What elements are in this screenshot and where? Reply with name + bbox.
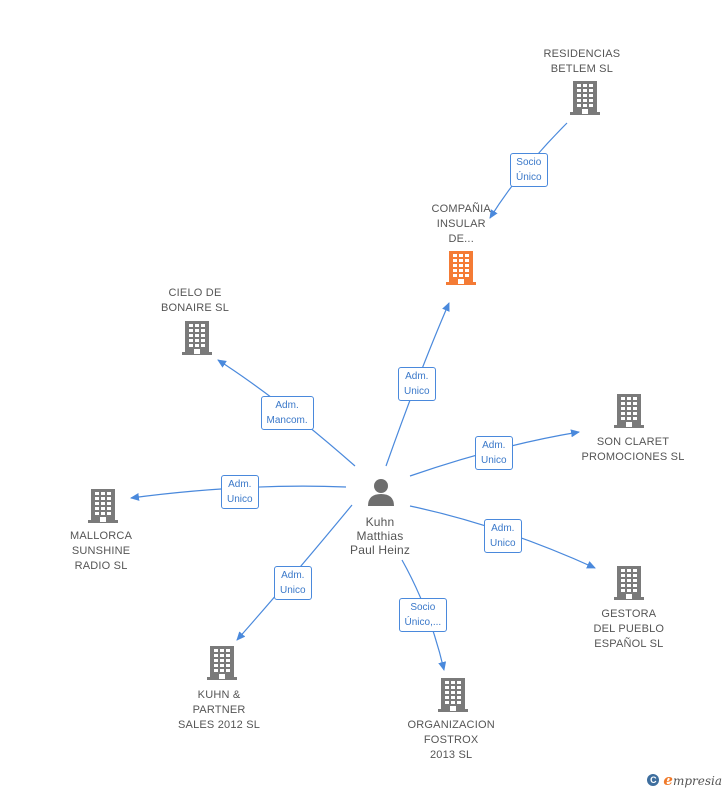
company-name-sonclaret[interactable]: SON CLARET PROMOCIONES SL	[581, 436, 685, 463]
building-icon[interactable]	[446, 250, 476, 290]
company-name-cielo[interactable]: CIELO DE BONAIRE SL	[161, 287, 230, 314]
building-icon[interactable]	[570, 80, 600, 120]
person-icon[interactable]	[366, 477, 396, 512]
building-icon[interactable]	[182, 320, 212, 360]
brand-logo: empresia	[663, 771, 722, 789]
relation-label-compania[interactable]: Socio Único	[510, 153, 548, 187]
company-name-fostrox[interactable]: ORGANIZACION FOSTROX 2013 SL	[407, 718, 495, 761]
person-name[interactable]: Kuhn Matthias Paul Heinz	[350, 515, 411, 557]
relation-label-kuhnpartner[interactable]: Adm. Unico	[274, 566, 312, 600]
building-icon[interactable]	[614, 393, 644, 433]
company-name-compania[interactable]: COMPAÑIA INSULAR DE...	[431, 202, 491, 245]
relation-label-compania[interactable]: Adm. Unico	[398, 367, 436, 401]
company-name-gestora[interactable]: GESTORA DEL PUEBLO ESPAÑOL SL	[593, 607, 665, 650]
relation-label-sonclaret[interactable]: Adm. Unico	[475, 436, 513, 470]
relation-label-cielo[interactable]: Adm. Mancom.	[260, 396, 314, 430]
company-name-kuhnpartner[interactable]: KUHN & PARTNER SALES 2012 SL	[178, 688, 261, 731]
relation-label-mallorca[interactable]: Adm. Unico	[221, 475, 259, 509]
building-icon[interactable]	[88, 488, 118, 528]
building-icon[interactable]	[207, 645, 237, 685]
copyright: C empresia	[647, 771, 722, 789]
company-name-residencias[interactable]: RESIDENCIAS BETLEM SL	[543, 48, 621, 75]
relation-label-gestora[interactable]: Adm. Unico	[484, 519, 522, 553]
relation-label-fostrox[interactable]: Socio Único,...	[398, 598, 448, 632]
company-name-mallorca[interactable]: MALLORCA SUNSHINE RADIO SL	[70, 529, 133, 572]
building-icon[interactable]	[614, 565, 644, 605]
copyright-icon: C	[647, 774, 660, 786]
building-icon[interactable]	[438, 677, 468, 717]
